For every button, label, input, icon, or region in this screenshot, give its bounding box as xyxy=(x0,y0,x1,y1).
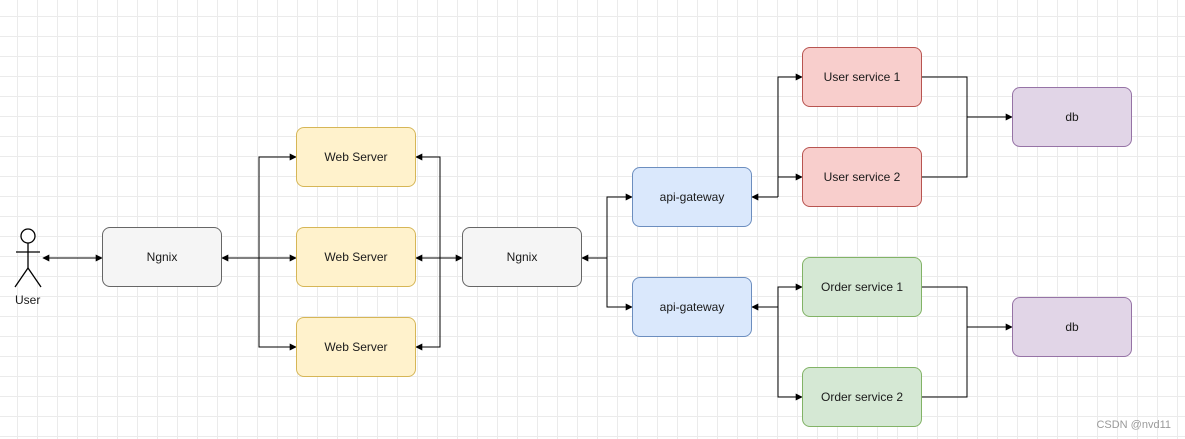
web-server-node-2[interactable]: Web Server xyxy=(296,227,416,287)
edge-ngnix-web1 xyxy=(258,153,297,258)
edge-ngnix-web3 xyxy=(258,258,297,351)
web-server-node-1[interactable]: Web Server xyxy=(296,127,416,187)
edge-us1-db xyxy=(922,76,1013,121)
edge-us2-db xyxy=(922,117,968,178)
edge-gw1-us1 xyxy=(777,73,803,197)
user-service-node-1[interactable]: User service 1 xyxy=(802,47,922,107)
watermark-text: CSDN @nvd11 xyxy=(1096,419,1171,431)
db-user-node[interactable]: db xyxy=(1012,87,1132,147)
edge-os2-db xyxy=(922,327,968,398)
user-actor-icon xyxy=(14,228,42,288)
ngnix-back-node[interactable]: Ngnix xyxy=(462,227,582,287)
edge-ngnix-gw1 xyxy=(606,193,633,258)
edge-gw1-us2 xyxy=(777,173,803,197)
user-actor-label: User xyxy=(15,293,41,307)
edge-gw2-os2 xyxy=(777,307,803,401)
user-service-node-2[interactable]: User service 2 xyxy=(802,147,922,207)
edge-os1-db xyxy=(922,286,1013,331)
edge-ngnix-gw2 xyxy=(606,258,633,311)
order-service-node-1[interactable]: Order service 1 xyxy=(802,257,922,317)
edge-web3-ngnix xyxy=(415,258,441,351)
ngnix-front-node[interactable]: Ngnix xyxy=(102,227,222,287)
edge-web1-ngnix xyxy=(415,153,441,258)
order-service-node-2[interactable]: Order service 2 xyxy=(802,367,922,427)
edge-gw2-os1 xyxy=(777,283,803,307)
db-order-node[interactable]: db xyxy=(1012,297,1132,357)
api-gateway-node-2[interactable]: api-gateway xyxy=(632,277,752,337)
web-server-node-3[interactable]: Web Server xyxy=(296,317,416,377)
api-gateway-node-1[interactable]: api-gateway xyxy=(632,167,752,227)
